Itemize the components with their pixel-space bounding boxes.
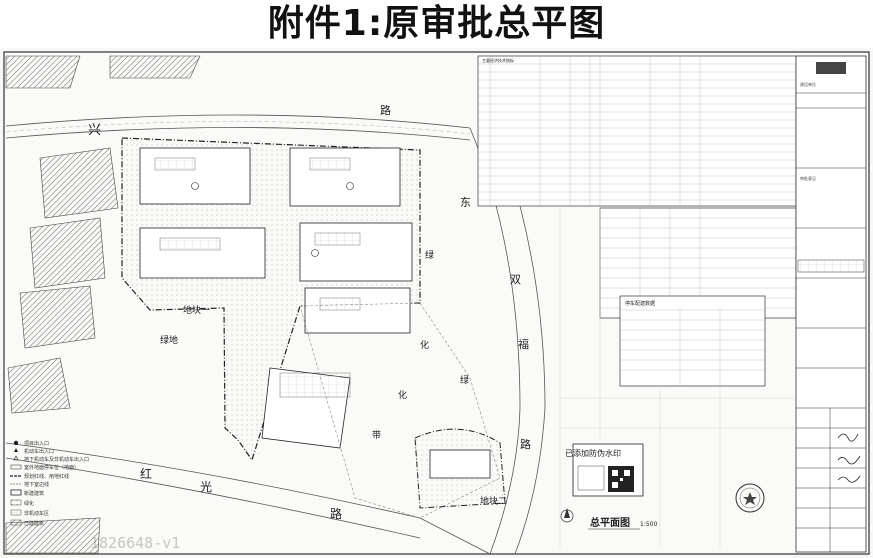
official-seal [735, 483, 765, 513]
new-building [304, 287, 411, 334]
legend-item: 室外地面停车位（地面） [24, 464, 79, 471]
legend-item: 项目出入口 [24, 440, 49, 447]
existing-building [29, 217, 106, 289]
road-label-north: 兴 [88, 123, 101, 138]
existing-building [19, 285, 96, 349]
title-block: 建设单位 审批意见 [795, 55, 867, 553]
existing-building [39, 147, 119, 219]
existing-building [109, 55, 201, 79]
plan-scale: 1:500 [640, 521, 657, 528]
plot-one-label: 地块一 [183, 304, 210, 316]
road-label-south: 红 [140, 466, 152, 481]
page-title: 附件1:原审批总平图 [267, 3, 606, 44]
plot-two-label: 地块二 [480, 495, 507, 507]
road-label-east: 双 [510, 273, 521, 286]
site-plan-drawing: 兴 路 红 光 路 东 双 福 路 绿 化 绿 化 带 地块一 绿地 地块二 已… [3, 51, 870, 555]
green-belt-label: 绿 [425, 249, 434, 261]
watermark-code: 1826648-v1 [90, 534, 180, 552]
legend-item: 非机动车区 [24, 510, 49, 517]
existing-building [7, 357, 71, 414]
legend-item: 地下室边线 [24, 481, 49, 488]
legend-item: 机动车出入口 [24, 448, 54, 455]
road-label-south: 路 [330, 506, 342, 521]
new-building [139, 147, 251, 205]
green-belt-label: 化 [420, 339, 429, 351]
road-label-east: 福 [518, 337, 529, 351]
plan-caption: 总平面图 [590, 516, 630, 529]
indicator-table-title: 主要经济技术指标 [482, 57, 514, 63]
green-area-label: 绿地 [160, 334, 178, 346]
new-building [429, 449, 491, 479]
road-label-east: 东 [460, 196, 471, 209]
legend-item: 规划红线、用地红线 [24, 473, 69, 480]
road-label-east: 路 [520, 438, 531, 451]
parking-table-title: 停车配建数据 [625, 300, 655, 307]
existing-building [5, 55, 81, 89]
approval-label: 审批意见 [800, 175, 816, 181]
legend-item: 绿化 [24, 500, 34, 507]
watermark-label: 已添加防伪水印 [565, 448, 621, 458]
legend-item: 新建建筑 [24, 490, 44, 497]
new-building [289, 147, 401, 207]
road-label-south: 光 [200, 480, 212, 494]
new-building [139, 227, 266, 279]
legend-item: 已建建筑 [24, 520, 44, 527]
company-label: 建设单位 [800, 81, 816, 87]
green-belt-label: 带 [372, 430, 381, 441]
legend: 项目出入口 机动车出入口 地下机动车及非机动车出入口 室外地面停车位（地面） 规… [10, 440, 89, 527]
indicator-tables: 停车配建数据 主要经济技术指标 [477, 55, 797, 387]
road-label-north: 路 [380, 104, 391, 117]
site-plan-scan: 兴 路 红 光 路 东 双 福 路 绿 化 绿 化 带 地块一 绿地 地块二 已… [0, 48, 873, 558]
legend-item: 地下机动车及非机动车出入口 [24, 456, 89, 463]
green-belt-label: 绿 [460, 374, 469, 386]
green-belt-label: 化 [398, 389, 407, 401]
existing-building [5, 517, 101, 554]
new-building [299, 222, 413, 282]
plot-one-boundary [121, 137, 421, 462]
